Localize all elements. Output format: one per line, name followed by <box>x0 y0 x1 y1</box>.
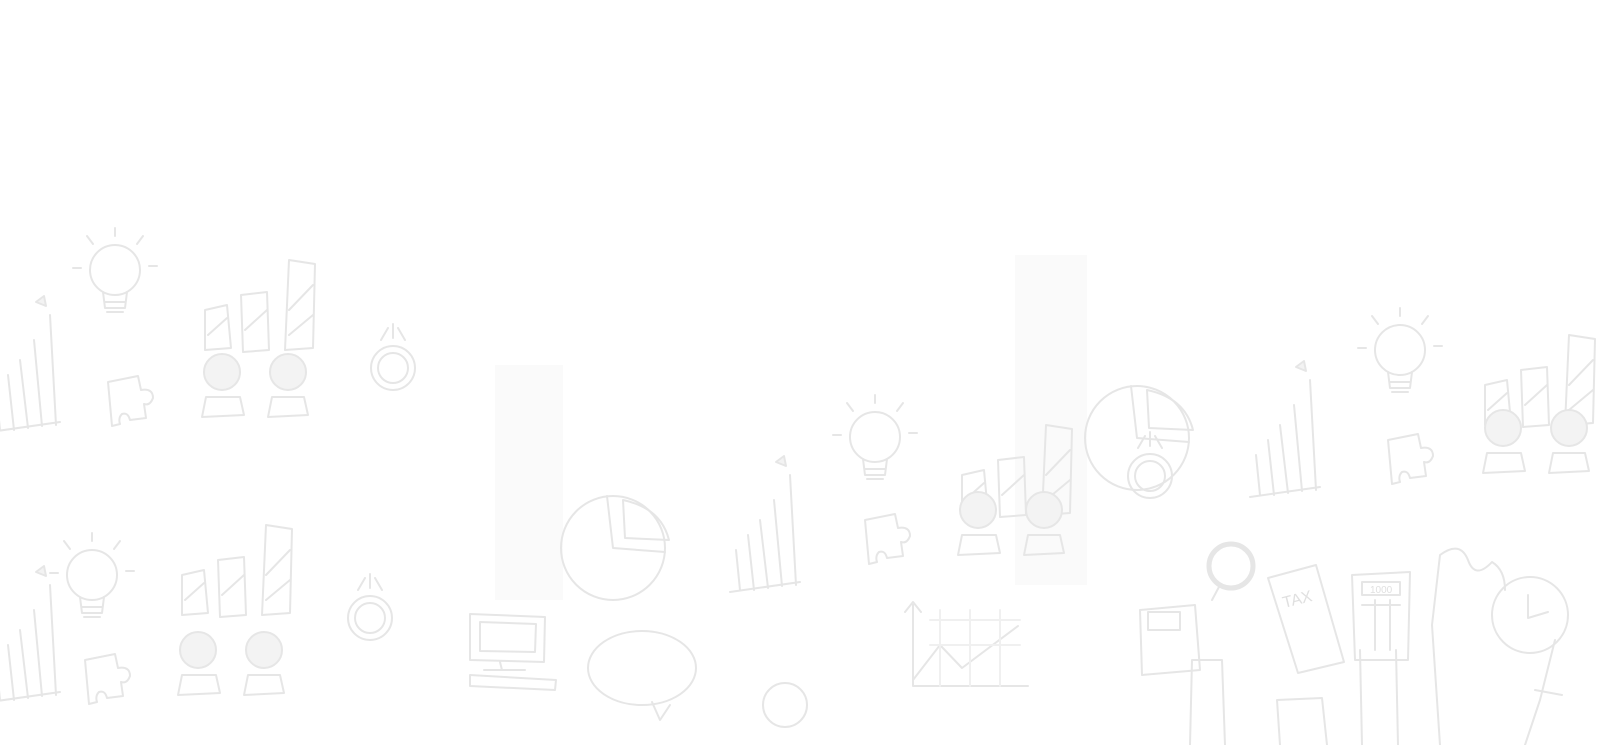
svg-text:1000: 1000 <box>1370 585 1393 596</box>
svg-text:TAX: TAX <box>1281 588 1314 612</box>
